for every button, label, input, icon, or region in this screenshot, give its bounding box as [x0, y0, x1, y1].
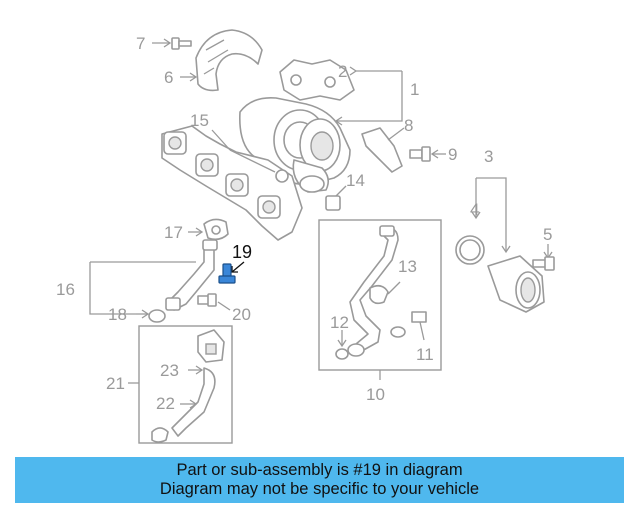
banner-line-2: Diagram may not be specific to your vehi…	[159, 480, 480, 498]
callout-2: 2	[338, 62, 347, 81]
callout-7: 7	[136, 34, 145, 53]
part-4-gasket-ring	[455, 235, 485, 265]
part-19-banjo-bolt[interactable]	[218, 261, 245, 284]
callout-3: 3	[484, 147, 493, 166]
callout-22: 22	[156, 394, 175, 413]
part-7-bolt	[152, 37, 192, 50]
part-5-bolt	[532, 244, 555, 271]
callout-17: 17	[164, 223, 183, 242]
callout-16: 16	[56, 280, 75, 299]
callout-5: 5	[543, 225, 552, 244]
part-9-bolt	[409, 146, 446, 162]
callout-23: 23	[160, 361, 179, 380]
callout-9: 9	[448, 145, 457, 164]
part-18-washer	[136, 309, 166, 323]
part-21-group	[128, 325, 233, 444]
info-banner: Part or sub-assembly is #19 in diagram D…	[15, 457, 624, 503]
callout-15: 15	[190, 111, 209, 130]
banner-line-1: Part or sub-assembly is #19 in diagram	[176, 461, 463, 479]
part-14-fitting	[325, 185, 347, 211]
callout-18: 18	[108, 305, 127, 324]
part-8-bracket	[361, 127, 405, 173]
part-3-catalyst	[487, 255, 545, 313]
callout-11: 11	[416, 345, 434, 364]
callout-21: 21	[106, 374, 125, 393]
turbocharger	[239, 96, 351, 193]
callout-8: 8	[404, 116, 413, 135]
part-2-gasket	[279, 59, 402, 101]
callout-19: 19	[232, 242, 252, 262]
callout-13: 13	[398, 257, 417, 276]
callout-14: 14	[346, 171, 365, 190]
callout-1: 1	[410, 80, 419, 99]
callout-6: 6	[164, 68, 173, 87]
exhaust-manifold	[161, 125, 303, 241]
part-15-gasket	[211, 129, 289, 183]
parts-diagram: 1 2 3 4 5 6 7 8 9 10 11 12 13 14 15 16 1…	[56, 29, 555, 444]
callout-labels: 1 2 3 4 5 6 7 8 9 10 11 12 13 14 15 16 1…	[56, 34, 552, 413]
callout-20: 20	[232, 305, 251, 324]
callout-10: 10	[366, 385, 385, 404]
callout-12: 12	[330, 313, 349, 332]
part-16-oil-line	[89, 239, 218, 315]
part-10-group	[318, 219, 442, 380]
part-17-gasket	[188, 218, 229, 241]
callout-4: 4	[470, 200, 479, 219]
part-3-leader	[471, 177, 511, 254]
part-20-bolt	[197, 293, 231, 311]
part-6-heat-shield	[180, 29, 263, 92]
